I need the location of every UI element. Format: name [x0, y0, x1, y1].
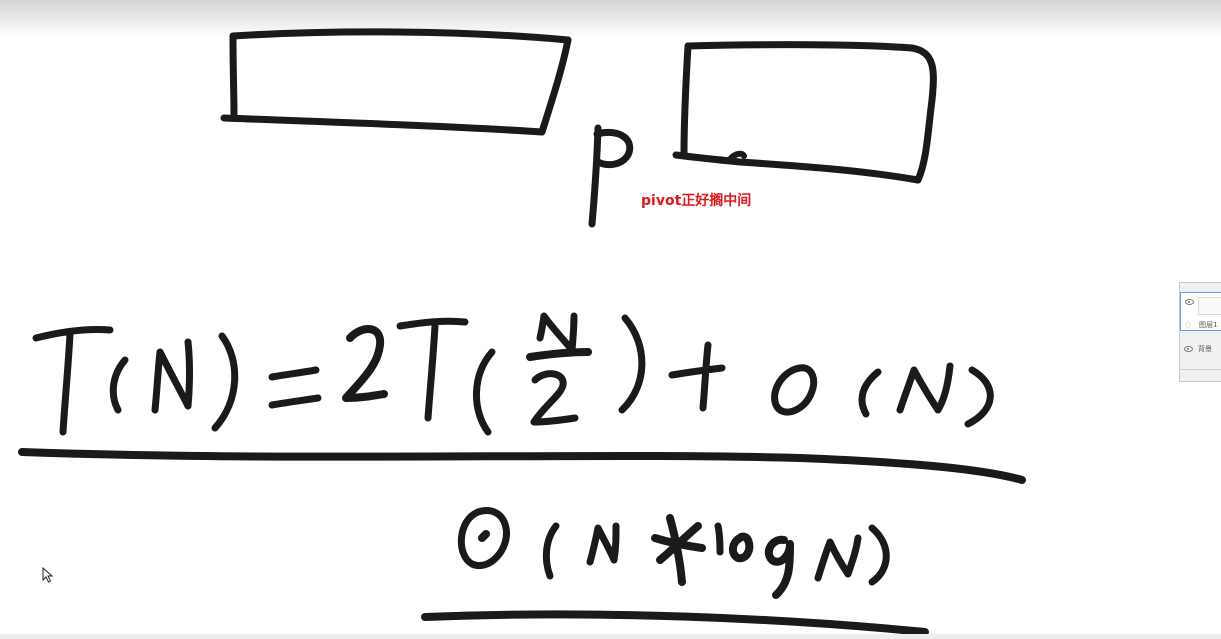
layer-thumbnail	[1198, 297, 1221, 315]
lock-icon[interactable]: ○	[1185, 321, 1192, 329]
layer-row-layer-1[interactable]: ○ 图层1	[1180, 292, 1221, 331]
panel-divider	[1180, 369, 1221, 370]
pivot-annotation: pivot正好搁中间	[641, 193, 752, 209]
result-complexity	[457, 507, 890, 599]
pivot-letter-p	[588, 124, 634, 228]
top-shadow	[0, 0, 1221, 38]
mouse-pointer-icon	[42, 567, 54, 583]
eye-icon[interactable]	[1185, 299, 1194, 305]
bottom-edge	[0, 634, 1221, 639]
layer-name: 背景	[1198, 345, 1212, 353]
eye-icon[interactable]	[1184, 346, 1193, 352]
right-partition-box	[672, 41, 937, 184]
result-underline	[421, 610, 929, 636]
equation-underline	[18, 448, 1026, 484]
recurrence-equation	[32, 312, 994, 436]
layers-panel[interactable]: ○ 图层1 背景	[1179, 282, 1221, 382]
layer-row-background[interactable]: 背景	[1180, 339, 1221, 359]
left-partition-box	[220, 28, 572, 136]
layer-name: 图层1	[1199, 321, 1218, 329]
